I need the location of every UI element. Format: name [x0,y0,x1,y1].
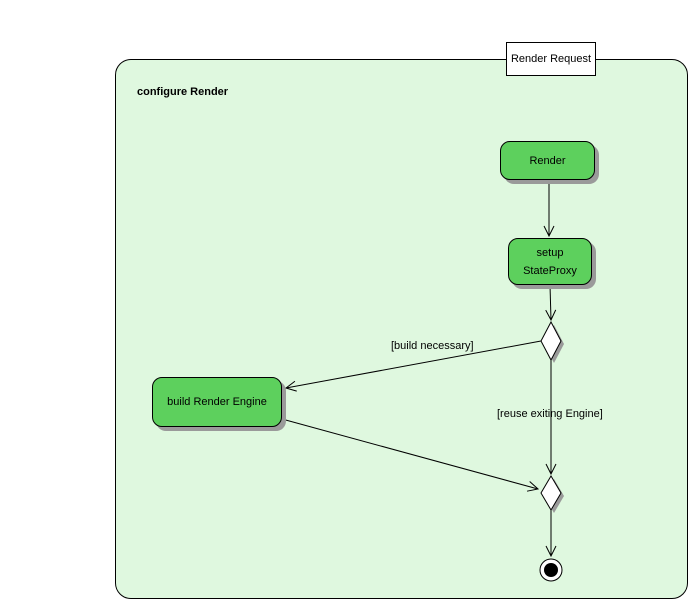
action-setup-stateproxy: setup StateProxy [508,238,592,285]
render-request-label: Render Request [510,53,592,65]
action-build-label: build Render Engine [167,396,267,408]
guard-reuse-exiting-engine: [reuse exiting Engine] [497,408,603,420]
edge-build-to-merge [281,418,538,489]
action-render-label: Render [529,154,566,167]
decision-node-diamond [540,320,562,362]
action-render: Render [500,141,595,180]
edge-decision-to-build [286,340,542,388]
edge-setup-to-decision [550,284,551,320]
action-build-render-engine: build Render Engine [152,377,282,427]
activity-title: configure Render [137,86,229,98]
guard-build-necessary: [build necessary] [391,340,474,352]
action-setup-label-line2: StateProxy [523,264,577,277]
merge-node-diamond [540,475,562,511]
render-request-label-box: Render Request [506,42,596,76]
action-setup-label-line1: setup [536,246,564,259]
final-node-dot [544,563,558,577]
